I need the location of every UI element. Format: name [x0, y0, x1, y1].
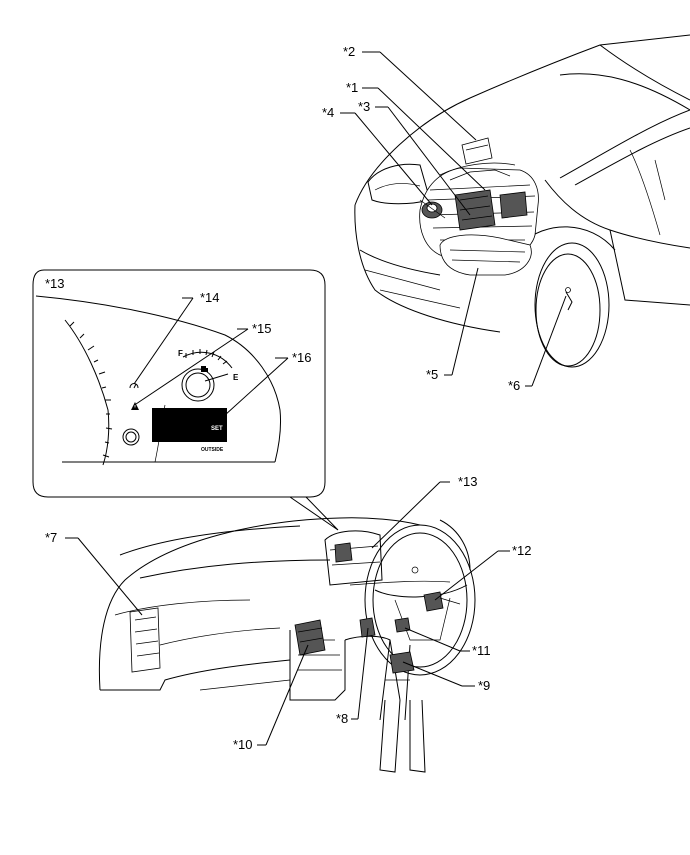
callout-2: *2: [343, 44, 355, 59]
callout-15: *15: [252, 321, 272, 336]
fuel-pump-icon: [201, 366, 208, 372]
multi-information-display: [152, 408, 227, 442]
callout-14: *14: [200, 290, 220, 305]
master-warning-icon: [131, 402, 139, 410]
callout-4: *4: [322, 105, 334, 120]
leader-lines-inset: [133, 297, 289, 426]
callout-11: *11: [472, 643, 491, 658]
fuel-full-label: F: [178, 349, 183, 358]
set-indicator: SET: [211, 426, 223, 432]
combination-meter-inset: F E SET OUTSIDE: [32, 269, 339, 531]
fuel-gauge-ticks: [185, 349, 228, 365]
speedometer-ticks: [69, 321, 113, 458]
callout-8: *8: [336, 711, 348, 726]
dashboard-illustration: [98, 517, 476, 773]
callout-7: *7: [45, 530, 57, 545]
callout-16: *16: [292, 350, 312, 365]
callout-13-inset: *13: [45, 276, 65, 291]
callout-1: *1: [346, 80, 358, 95]
callout-10: *10: [233, 737, 253, 752]
callout-labels: *2 *1 *3 *4 *5 *6 *13 *14 *15 *16 *7 *13…: [45, 44, 532, 752]
leader-lines-exterior: [340, 51, 567, 387]
outside-temp-label: OUTSIDE: [201, 447, 224, 453]
fuel-empty-label: E: [233, 373, 239, 382]
callout-3: *3: [358, 99, 370, 114]
leader-lines-dashboard: [65, 481, 510, 746]
vehicle-front-illustration: [354, 34, 690, 368]
callout-12: *12: [512, 543, 532, 558]
cruise-indicator-icon: [129, 383, 139, 389]
callout-9: *9: [478, 678, 490, 693]
callout-13: *13: [458, 474, 478, 489]
callout-5: *5: [426, 367, 438, 382]
callout-6: *6: [508, 378, 520, 393]
